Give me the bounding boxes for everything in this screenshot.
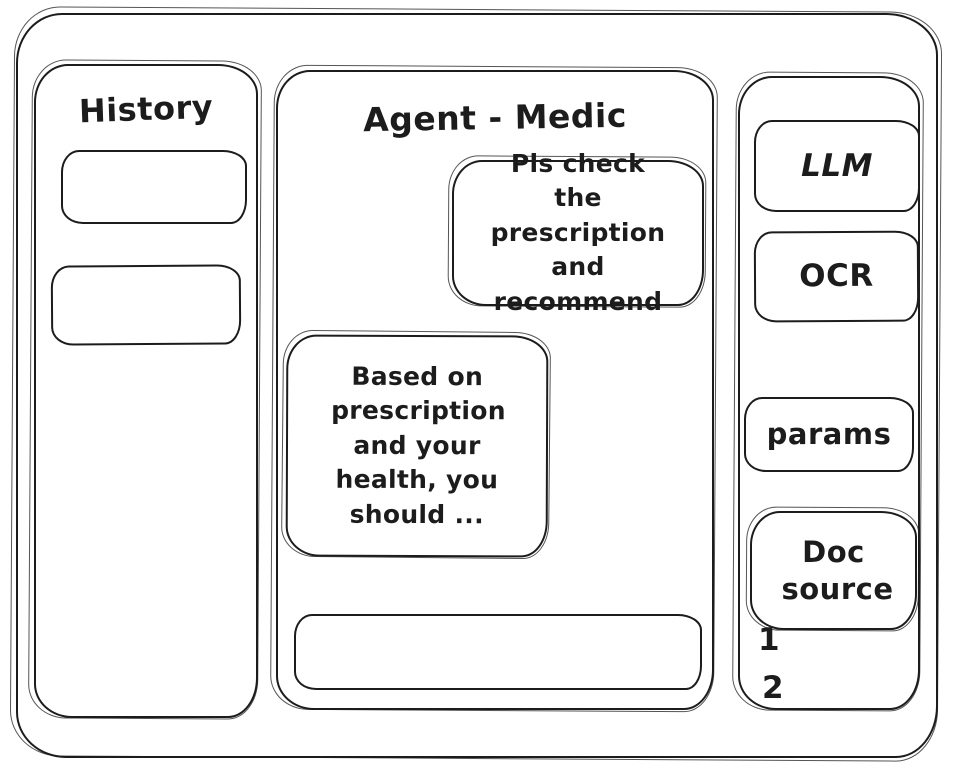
chat-input[interactable]	[294, 614, 702, 690]
llm-button[interactable]: LLM	[754, 120, 920, 212]
llm-button-label: LLM	[801, 147, 873, 184]
history-item[interactable]	[61, 150, 247, 224]
chat-message-user: Pls check the prescription and recommend	[452, 149, 704, 316]
chat-title: Agent - Medic	[362, 95, 628, 140]
ocr-button-label: OCR	[799, 257, 874, 295]
ocr-button[interactable]: OCR	[753, 230, 920, 323]
history-panel: History	[34, 64, 258, 718]
doc-source-button-label: Doc source	[781, 535, 894, 606]
chat-message-assistant: Based on prescription and your health, y…	[285, 334, 549, 558]
tools-panel: LLM OCR params Doc source 1 2	[738, 76, 920, 710]
params-button-label: params	[766, 417, 892, 452]
doc-source-button[interactable]: Doc source	[750, 511, 917, 630]
doc-source-item[interactable]: 1	[758, 622, 781, 658]
history-title: History	[78, 87, 214, 131]
doc-source-item[interactable]: 2	[762, 670, 785, 706]
chat-panel: Agent - Medic Pls check the prescription…	[276, 70, 714, 710]
history-item[interactable]	[50, 264, 242, 346]
chat-message-assistant-text: Based on prescription and your health, y…	[331, 361, 506, 529]
params-button[interactable]: params	[744, 397, 914, 472]
chat-message-user-text: Pls check the prescription and recommend	[490, 148, 666, 316]
